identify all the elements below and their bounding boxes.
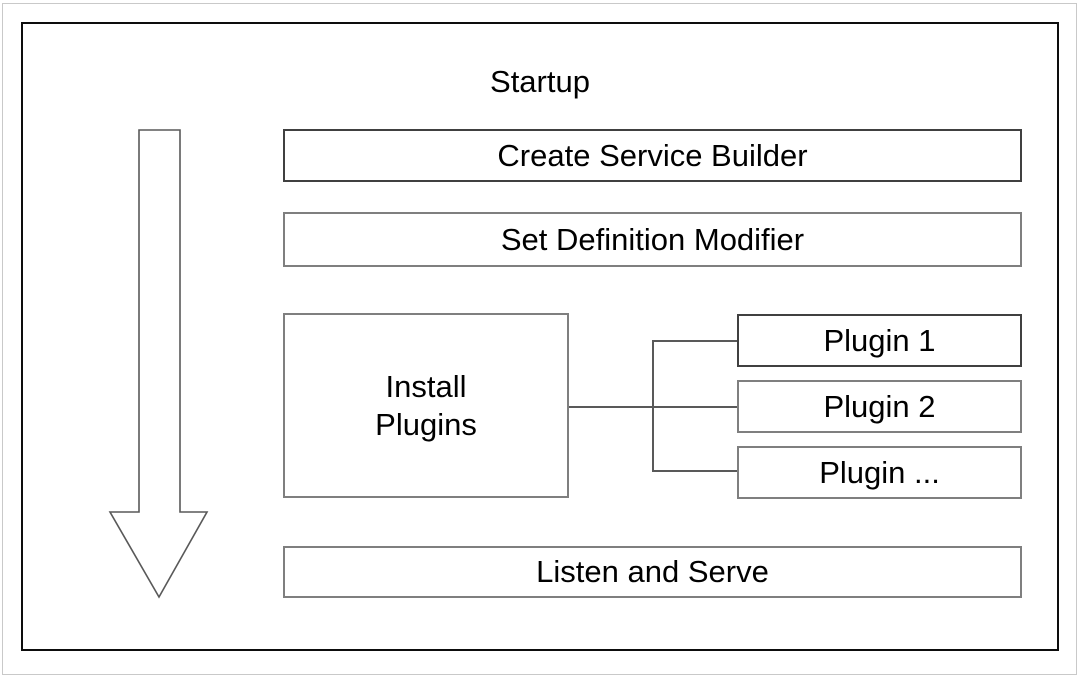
step-label: Install Plugins <box>375 368 477 442</box>
plugin-box-2[interactable]: Plugin 2 <box>737 380 1022 433</box>
step-box-set-definition-modifier[interactable]: Set Definition Modifier <box>283 212 1022 267</box>
connector-branch-plugin-3 <box>652 470 738 472</box>
plugin-label: Plugin 2 <box>823 388 936 424</box>
step-box-listen-and-serve[interactable]: Listen and Serve <box>283 546 1022 598</box>
plugin-label: Plugin ... <box>819 454 940 490</box>
step-label: Listen and Serve <box>536 554 769 589</box>
step-box-install-plugins[interactable]: Install Plugins <box>283 313 569 498</box>
step-label: Set Definition Modifier <box>500 221 805 257</box>
step-box-create-service-builder[interactable]: Create Service Builder <box>283 129 1022 182</box>
connector-install-plugins-trunk <box>569 406 653 408</box>
plugin-box-1[interactable]: Plugin 1 <box>737 314 1022 367</box>
step-label: Create Service Builder <box>497 137 808 173</box>
connector-branch-plugin-1 <box>652 340 738 342</box>
plugin-box-3[interactable]: Plugin ... <box>737 446 1022 499</box>
connector-branch-plugin-2 <box>652 406 738 408</box>
plugin-label: Plugin 1 <box>823 322 936 358</box>
connector-plugin-bracket <box>652 340 654 471</box>
downward-flow-arrow <box>108 129 209 599</box>
page-title: Startup <box>490 64 590 99</box>
